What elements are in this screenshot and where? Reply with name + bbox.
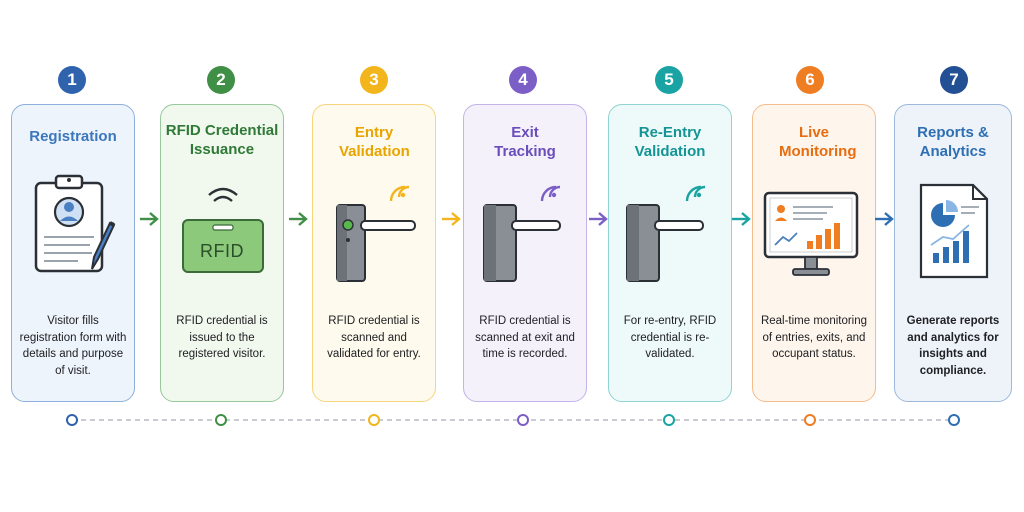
step-number-badge: 5 (655, 66, 683, 94)
step-description: RFID credential is scanned and validated… (327, 315, 421, 360)
turnstile-exit-icon (483, 185, 561, 282)
timeline-dot (804, 414, 816, 426)
step-card: Registration Visitor fills registration … (11, 104, 135, 402)
step-description: RFID credential is scanned at exit and t… (475, 315, 575, 360)
step-card: Exit Tracking RFID credential is scanned… (463, 104, 587, 402)
timeline-dot (663, 414, 675, 426)
step-description: Visitor fills registration form with det… (19, 315, 127, 377)
step-title: Registration (29, 128, 117, 145)
step-card: Reports & Analytics Generate reports and… (894, 104, 1012, 402)
rfid-card-icon (182, 187, 264, 273)
step-description: RFID credential is issued to the registe… (176, 315, 268, 360)
step-card: Entry Validation RFID credential is scan… (312, 104, 436, 402)
step-number-badge: 1 (58, 66, 86, 94)
step-title: Re-Entry Validation (634, 124, 706, 160)
turnstile-reentry-icon (626, 185, 706, 282)
arrow-right-icon (589, 212, 608, 226)
step-title: Exit Tracking (494, 124, 556, 160)
step-card: Live Monitoring Real-time monitoring of … (752, 104, 876, 402)
arrow-right-icon (289, 212, 308, 226)
rfid-badge-label: RFID (200, 241, 244, 261)
step-title: Entry Validation (339, 124, 410, 160)
step-card: Re-Entry Validation For re-entry, RFID c… (608, 104, 732, 402)
arrow-right-icon (442, 212, 461, 226)
step-description: Generate reports and analytics for insig… (906, 315, 1000, 377)
step-description: Real-time monitoring of entries, exits, … (760, 315, 868, 360)
arrow-right-icon (140, 212, 159, 226)
timeline-dot (948, 414, 960, 426)
step-number-badge: 6 (796, 66, 824, 94)
step-card: RFID Credential Issuance RFID RFID crede… (160, 104, 284, 402)
timeline-dot (66, 414, 78, 426)
step-title: Reports & Analytics (917, 124, 989, 160)
arrow-right-icon (875, 212, 894, 226)
arrow-right-icon (732, 212, 751, 226)
timeline-dot (215, 414, 227, 426)
step-number-badge: 4 (509, 66, 537, 94)
step-number-badge: 3 (360, 66, 388, 94)
step-number-badge: 7 (940, 66, 968, 94)
report-chart-icon (919, 183, 989, 279)
step-number-badge: 2 (207, 66, 235, 94)
step-title: Live Monitoring (779, 124, 857, 160)
turnstile-entry-icon (336, 185, 416, 282)
timeline-dot (517, 414, 529, 426)
step-title: RFID Credential Issuance (165, 122, 279, 158)
monitor-dashboard-icon (763, 191, 859, 276)
timeline-dot (368, 414, 380, 426)
step-description: For re-entry, RFID credential is re-vali… (623, 315, 717, 360)
clipboard-form-icon (34, 174, 116, 273)
